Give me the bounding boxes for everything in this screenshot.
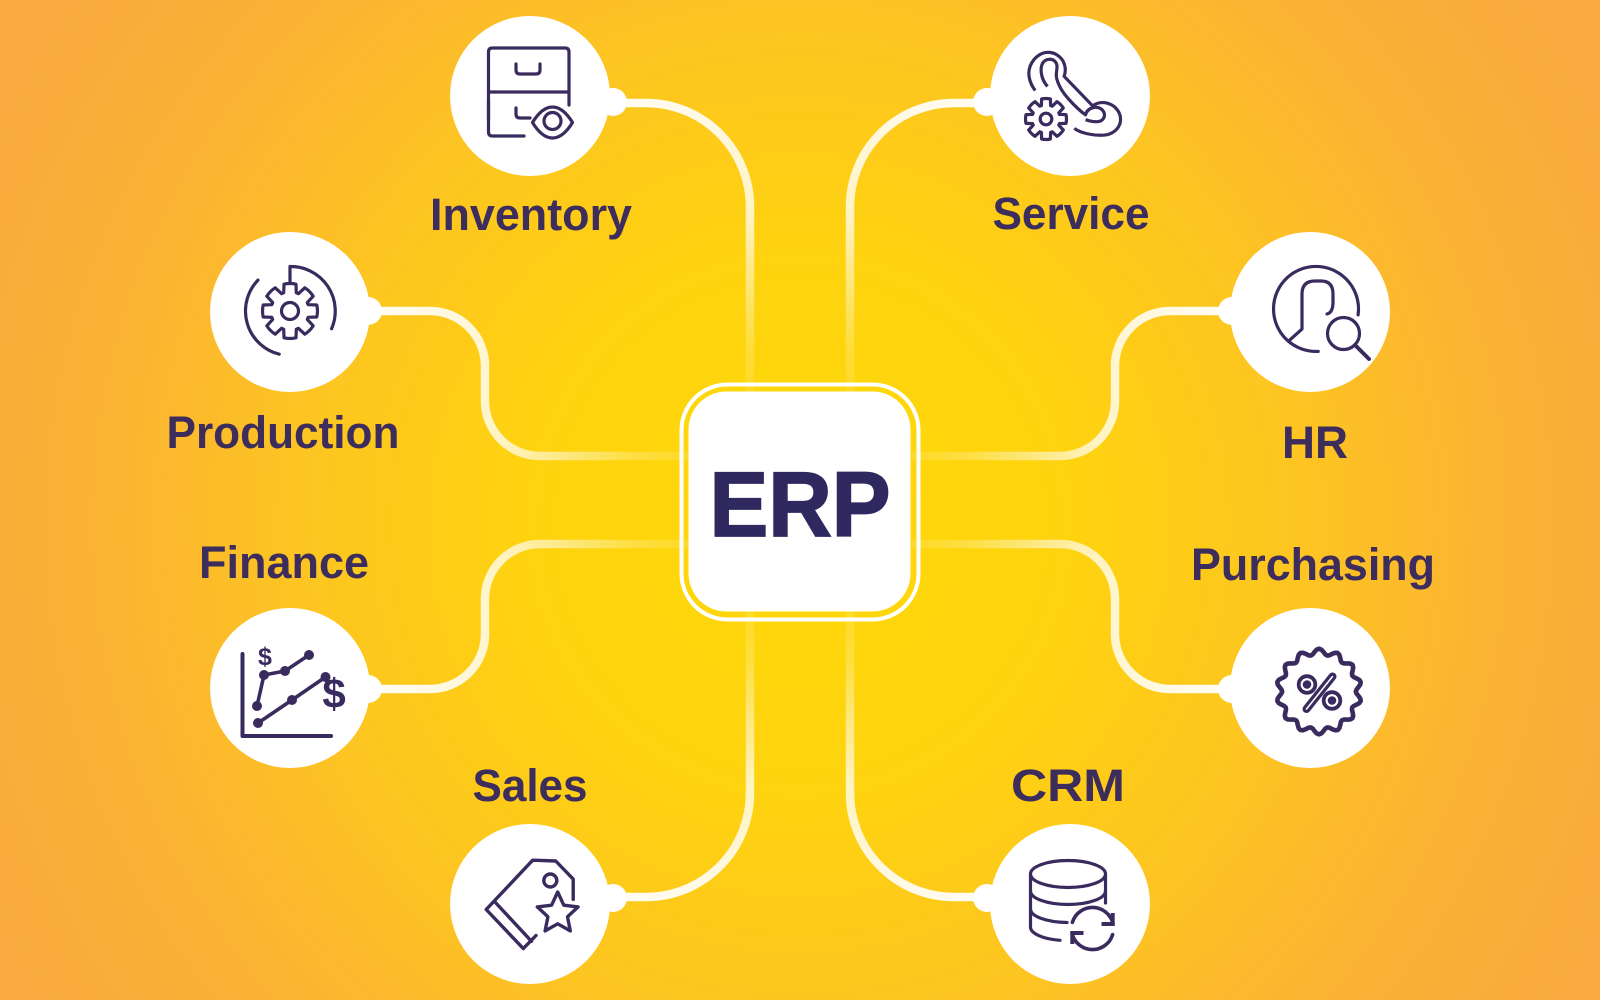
svg-text:$: $ [322, 670, 345, 717]
svg-text:Production: Production [167, 407, 400, 458]
svg-text:Finance: Finance [199, 537, 369, 588]
svg-text:CRM: CRM [1011, 760, 1125, 811]
svg-text:HR: HR [1282, 417, 1348, 468]
svg-text:Purchasing: Purchasing [1191, 539, 1435, 590]
svg-text:Service: Service [993, 188, 1150, 239]
svg-text:$: $ [258, 643, 272, 671]
svg-text:Sales: Sales [473, 760, 588, 811]
svg-text:ERP: ERP [710, 454, 891, 556]
svg-text:Inventory: Inventory [430, 189, 632, 240]
